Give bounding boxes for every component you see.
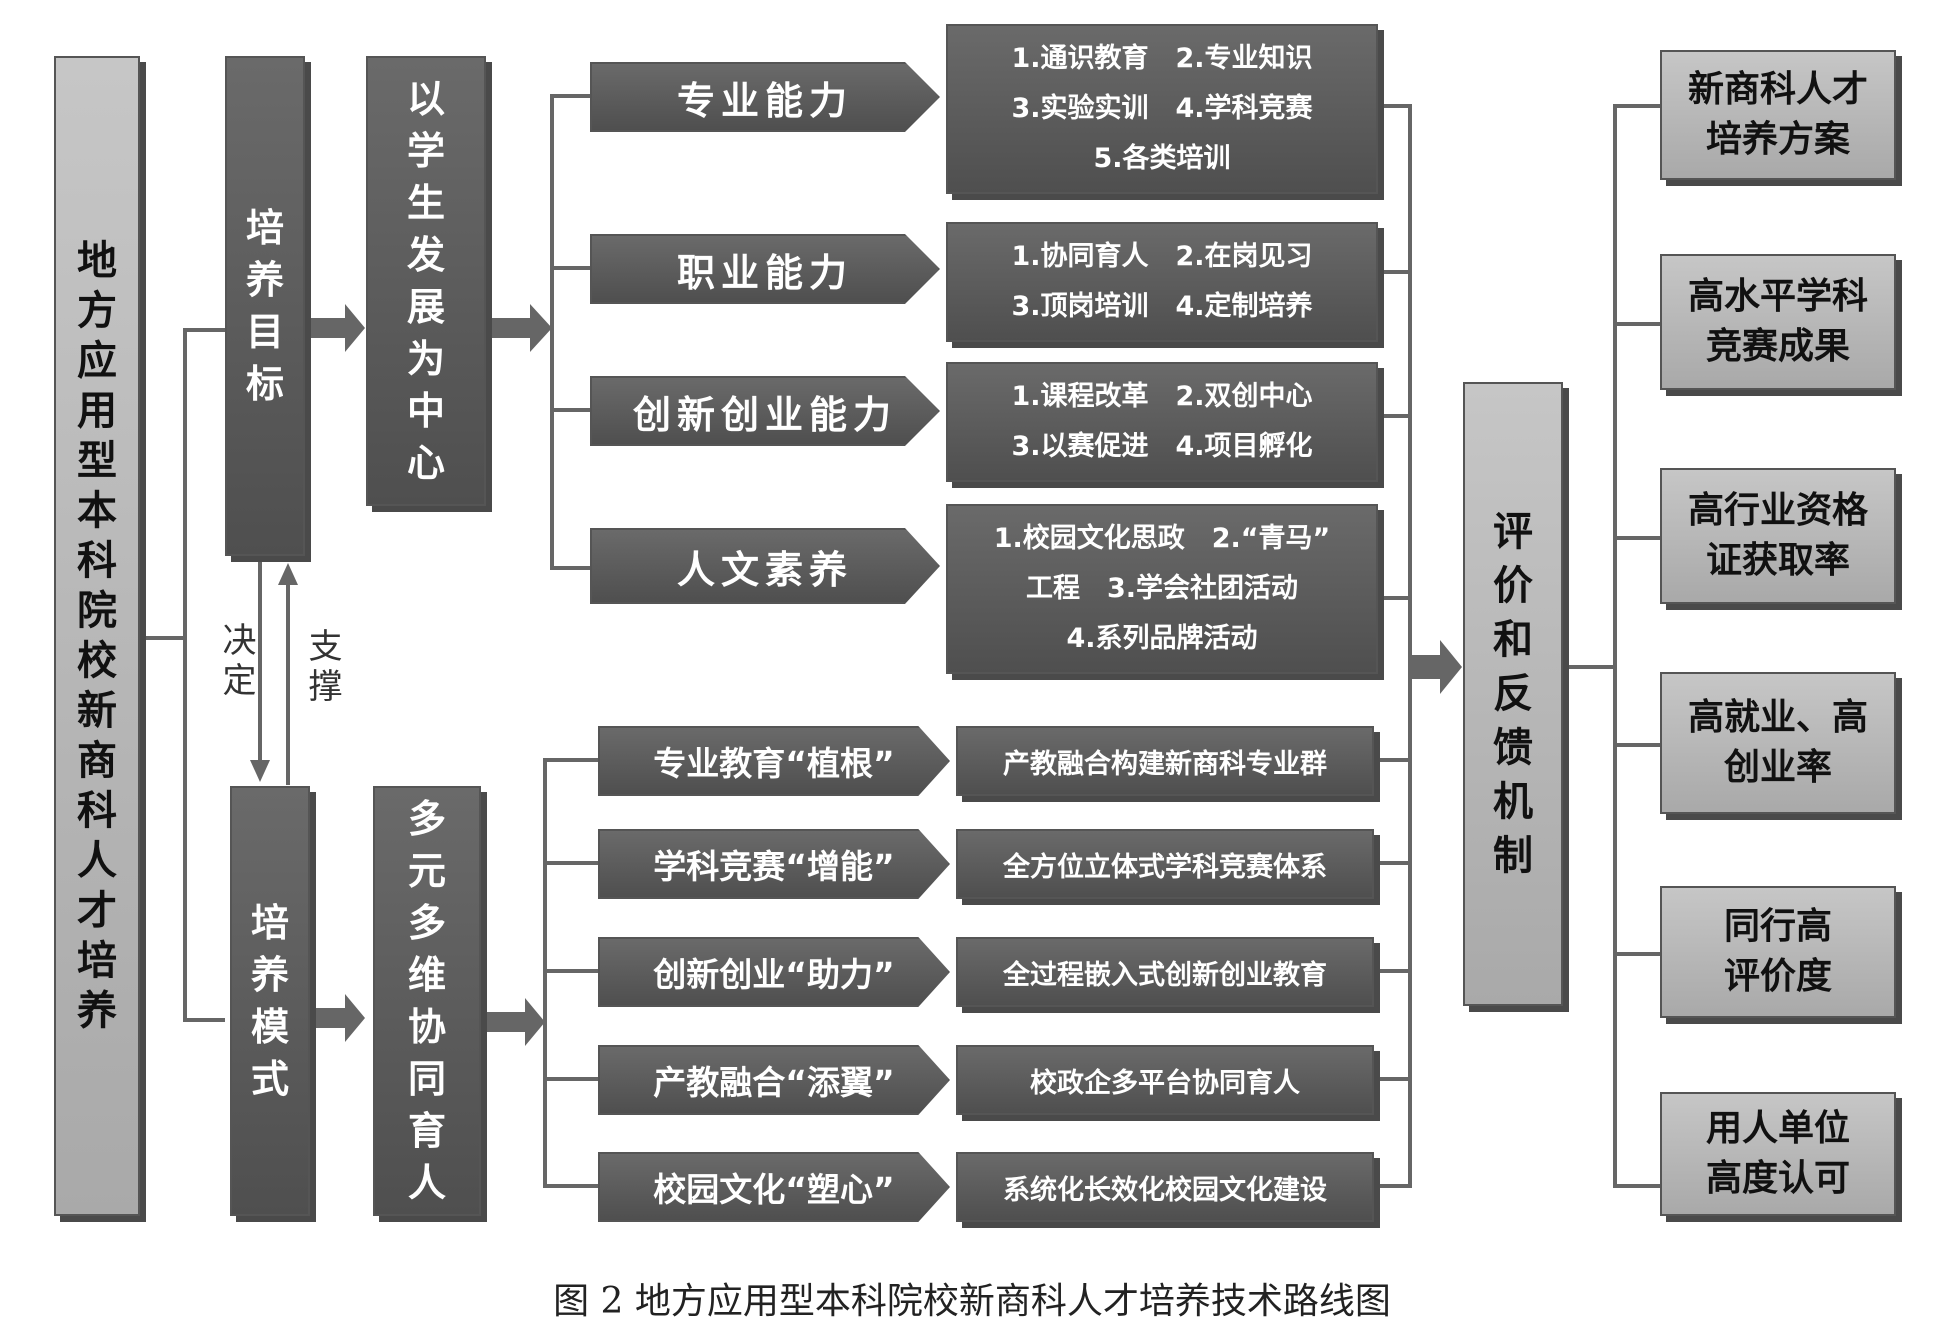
ability-detail-box: 1.协同育人 2.在岗见习 3.顶岗培训 4.定制培养 (946, 222, 1378, 342)
outcome-line: 高行业资格 (1687, 490, 1868, 531)
support-label: 支撑 (302, 628, 342, 708)
student-center-box: 以学生发展为中心 (366, 56, 486, 506)
path-header: 校园文化“塑心” (598, 1152, 950, 1222)
path-detail: 全过程嵌入式创新创业教育 (1003, 959, 1327, 991)
ability-detail-line: 4.系列品牌活动 (1066, 623, 1258, 654)
ability-detail-box: 1.校园文化思政 2.“青马” 工程 3.学会社团活动 4.系列品牌活动 (946, 504, 1378, 674)
outcome-line: 同行高 (1723, 906, 1832, 947)
outcome-line: 高就业、高 (1687, 697, 1868, 738)
path-detail-box: 系统化长效化校园文化建设 (956, 1152, 1374, 1222)
outcome-box: 用人单位高度认可 (1660, 1092, 1896, 1216)
outcome-line: 证获取率 (1705, 540, 1850, 581)
path-title: 专业教育“植根” (653, 744, 895, 783)
path-detail: 校政企多平台协同育人 (1030, 1067, 1300, 1099)
ability-header: 人文素养 (590, 528, 940, 604)
ability-detail-line: 工程 3.学会社团活动 (1025, 573, 1299, 604)
ability-title: 人文素养 (676, 547, 853, 592)
path-detail-box: 全过程嵌入式创新创业教育 (956, 937, 1374, 1007)
outcome-box: 高水平学科竞赛成果 (1660, 254, 1896, 390)
main-title-box: 地方应用型本科院校新商科人才培养 (54, 56, 140, 1216)
outcome-line: 评价度 (1723, 956, 1832, 997)
outcome-line: 高度认可 (1705, 1158, 1850, 1199)
outcome-line: 竞赛成果 (1705, 326, 1850, 367)
mode-label: 培养模式 (250, 901, 289, 1101)
feedback-box: 评价和反馈机制 (1463, 382, 1563, 1006)
goal-box: 培养目标 (225, 56, 305, 556)
collaboration-label: 多元多维协同育人 (407, 797, 446, 1205)
mode-box: 培养模式 (230, 786, 310, 1216)
outcome-box: 新商科人才培养方案 (1660, 50, 1896, 180)
path-detail: 产教融合构建新商科专业群 (1003, 748, 1327, 780)
path-detail: 系统化长效化校园文化建设 (1003, 1174, 1327, 1206)
outcome-line: 高水平学科 (1687, 276, 1868, 317)
path-header: 产教融合“添翼” (598, 1045, 950, 1115)
ability-detail-box: 1.课程改革 2.双创中心 3.以赛促进 4.项目孵化 (946, 362, 1378, 482)
outcome-line: 新商科人才 (1687, 69, 1868, 110)
path-header: 专业教育“植根” (598, 726, 950, 796)
ability-title: 专业能力 (676, 78, 853, 123)
ability-detail-box: 1.通识教育 2.专业知识 3.实验实训 4.学科竞赛 5.各类培训 (946, 24, 1378, 194)
ability-header: 职业能力 (590, 234, 940, 304)
ability-detail-line: 1.协同育人 2.在岗见习 (1011, 241, 1313, 272)
outcome-line: 创业率 (1723, 747, 1832, 788)
ability-title: 职业能力 (676, 250, 853, 295)
path-detail-box: 全方位立体式学科竞赛体系 (956, 829, 1374, 899)
ability-detail-line: 3.顶岗培训 4.定制培养 (1011, 291, 1313, 322)
path-header: 学科竞赛“增能” (598, 829, 950, 899)
outcome-line: 用人单位 (1705, 1108, 1850, 1149)
outcome-box: 高就业、高创业率 (1660, 672, 1896, 814)
student-center-label: 以学生发展为中心 (406, 77, 445, 485)
feedback-label: 评价和反馈机制 (1493, 509, 1533, 879)
ability-detail-line: 1.课程改革 2.双创中心 (1011, 381, 1313, 412)
ability-detail-line: 3.以赛促进 4.项目孵化 (1011, 431, 1313, 462)
path-title: 校园文化“塑心” (653, 1170, 895, 1209)
ability-header: 创新创业能力 (590, 376, 940, 446)
path-title: 学科竞赛“增能” (653, 847, 895, 886)
ability-title: 创新创业能力 (632, 392, 897, 437)
path-header: 创新创业“助力” (598, 937, 950, 1007)
main-title: 地方应用型本科院校新商科人才培养 (77, 238, 117, 1034)
collaboration-box: 多元多维协同育人 (373, 786, 481, 1216)
decide-label: 决定 (216, 622, 256, 702)
ability-detail-line: 5.各类培训 (1093, 143, 1231, 174)
goal-label: 培养目标 (245, 206, 284, 406)
path-detail-box: 产教融合构建新商科专业群 (956, 726, 1374, 796)
ability-detail-line: 3.实验实训 4.学科竞赛 (1011, 93, 1313, 124)
ability-header: 专业能力 (590, 62, 940, 132)
path-title: 产教融合“添翼” (653, 1063, 895, 1102)
ability-detail-line: 1.通识教育 2.专业知识 (1011, 43, 1313, 74)
outcome-box: 同行高评价度 (1660, 886, 1896, 1018)
figure-caption: 图 2 地方应用型本科院校新商科人才培养技术路线图 (553, 1281, 1391, 1322)
outcome-box: 高行业资格证获取率 (1660, 468, 1896, 604)
ability-detail-line: 1.校园文化思政 2.“青马” (993, 523, 1331, 554)
path-detail: 全方位立体式学科竞赛体系 (1003, 851, 1327, 883)
outcome-line: 培养方案 (1705, 119, 1850, 160)
path-detail-box: 校政企多平台协同育人 (956, 1045, 1374, 1115)
path-title: 创新创业“助力” (653, 955, 895, 994)
